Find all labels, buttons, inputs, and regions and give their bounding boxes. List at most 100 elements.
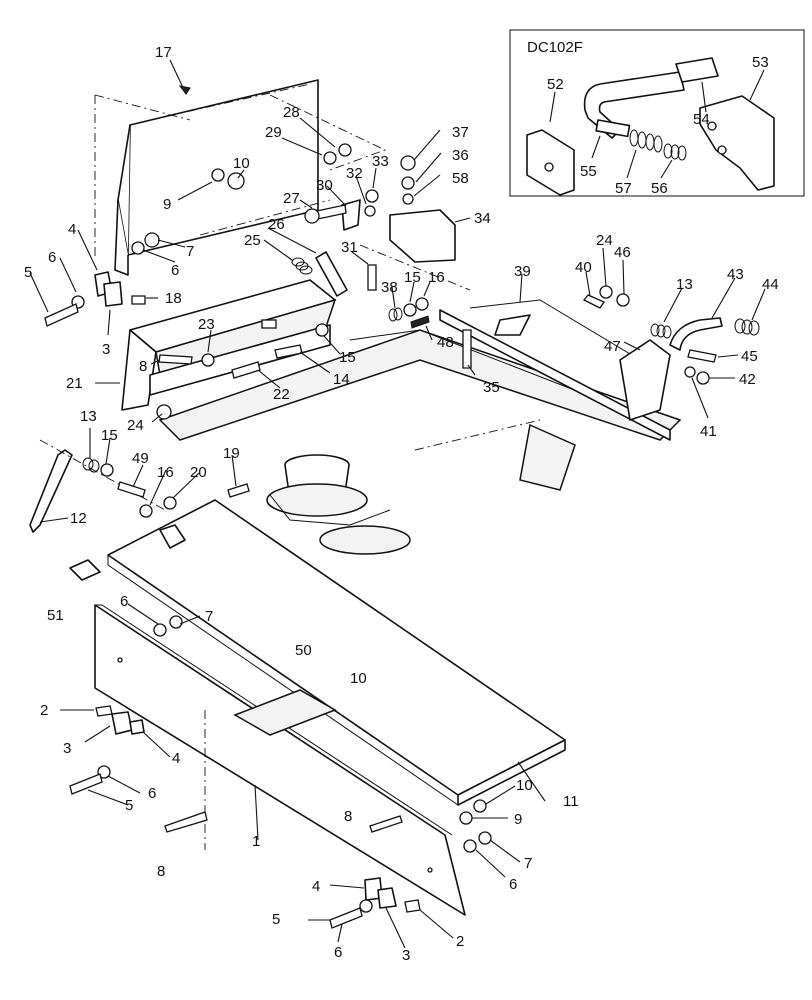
callout-13b: 13	[80, 408, 97, 425]
callout-6b: 6	[171, 262, 179, 279]
inset-dc102f: DC102F 52 53 54 55 56 57	[509, 29, 805, 197]
panel-51	[69, 559, 101, 581]
callout-30: 30	[316, 177, 333, 194]
callout-8b: 8	[344, 808, 352, 825]
latch-bracket-47	[619, 339, 671, 421]
callout-24b: 24	[596, 232, 613, 249]
callout-19: 19	[223, 445, 240, 462]
callout-3: 3	[102, 341, 110, 358]
callout-37: 37	[452, 124, 469, 141]
skid-bracket-50	[233, 689, 337, 736]
callout-5c: 5	[272, 911, 280, 928]
callout-58: 58	[452, 170, 469, 187]
callout-26: 26	[268, 216, 285, 233]
inset-spring-57	[629, 129, 663, 153]
callout-4c: 4	[312, 878, 320, 895]
callout-2: 2	[40, 702, 48, 719]
inset-bracket-53	[699, 95, 775, 191]
callout-33: 33	[372, 153, 389, 170]
callout-3c: 3	[402, 947, 410, 964]
callout-5: 5	[24, 264, 32, 281]
callout-22: 22	[273, 386, 290, 403]
bolt-5	[44, 303, 79, 327]
callout-46: 46	[614, 244, 631, 261]
callout-35: 35	[483, 379, 500, 396]
callout-21: 21	[66, 375, 83, 392]
callout-7c: 7	[524, 855, 532, 872]
callout-34: 34	[474, 210, 491, 227]
callout-10: 10	[233, 155, 250, 172]
washer-9	[211, 168, 225, 182]
callout-10c: 10	[516, 777, 533, 794]
callout-7b: 7	[205, 608, 213, 625]
callout-16: 16	[428, 269, 445, 286]
upper-shield-21	[149, 324, 331, 396]
callout-41: 41	[700, 423, 717, 440]
callout-36: 36	[452, 147, 469, 164]
callout-18: 18	[165, 290, 182, 307]
callout-57: 57	[615, 180, 632, 197]
callout-2b: 2	[456, 933, 464, 950]
callout-14: 14	[333, 371, 350, 388]
callout-49: 49	[132, 450, 149, 467]
nut-10	[227, 172, 245, 190]
callout-24: 24	[127, 417, 144, 434]
callout-13: 13	[676, 276, 693, 293]
callout-9b: 9	[514, 811, 522, 828]
inset-frame	[509, 29, 805, 197]
lift-rod-39	[439, 309, 671, 441]
callout-51: 51	[47, 607, 64, 624]
callout-27: 27	[283, 190, 300, 207]
callout-15b: 15	[404, 269, 421, 286]
callout-1: 1	[252, 833, 260, 850]
callout-50: 50	[295, 642, 312, 659]
callout-16b: 16	[157, 464, 174, 481]
callout-25: 25	[244, 232, 261, 249]
callout-12: 12	[70, 510, 87, 527]
callout-28: 28	[283, 104, 300, 121]
callout-6f: 6	[334, 944, 342, 961]
callout-44: 44	[762, 276, 779, 293]
callout-15c: 15	[101, 427, 118, 444]
block-3	[103, 281, 123, 307]
callout-6d: 6	[148, 785, 156, 802]
callout-54: 54	[693, 111, 710, 128]
callout-52: 52	[547, 76, 564, 93]
callout-47: 47	[604, 338, 621, 355]
callout-5b: 5	[125, 797, 133, 814]
callout-6c: 6	[120, 593, 128, 610]
rear-guard-17	[127, 79, 319, 256]
callout-3b: 3	[63, 740, 71, 757]
callout-4b: 4	[172, 750, 180, 767]
callout-20: 20	[190, 464, 207, 481]
callout-45: 45	[741, 348, 758, 365]
strut-26	[315, 251, 348, 297]
callout-40: 40	[575, 259, 592, 276]
callout-15: 15	[339, 349, 356, 366]
rod-12	[29, 449, 73, 533]
callout-29: 29	[265, 124, 282, 141]
handle-43	[669, 317, 723, 351]
callout-56: 56	[651, 180, 668, 197]
callout-31: 31	[341, 239, 358, 256]
callout-38: 38	[381, 279, 398, 296]
hardware	[44, 143, 760, 929]
callout-32: 32	[346, 165, 363, 182]
callout-7: 7	[186, 243, 194, 260]
callout-43: 43	[727, 266, 744, 283]
inset-sleeve-54	[675, 57, 719, 83]
callout-11: 11	[563, 793, 579, 810]
callout-39: 39	[514, 263, 531, 280]
callout-55: 55	[580, 163, 597, 180]
callout-9: 9	[163, 196, 171, 213]
inset-spring-56	[663, 143, 687, 161]
callout-6: 6	[48, 249, 56, 266]
callout-17: 17	[155, 44, 172, 61]
callout-6e: 6	[509, 876, 517, 893]
callout-10b: 10	[350, 670, 367, 687]
callout-8c: 8	[157, 863, 165, 880]
inset-plate-52	[526, 129, 575, 196]
callout-4: 4	[68, 221, 76, 238]
